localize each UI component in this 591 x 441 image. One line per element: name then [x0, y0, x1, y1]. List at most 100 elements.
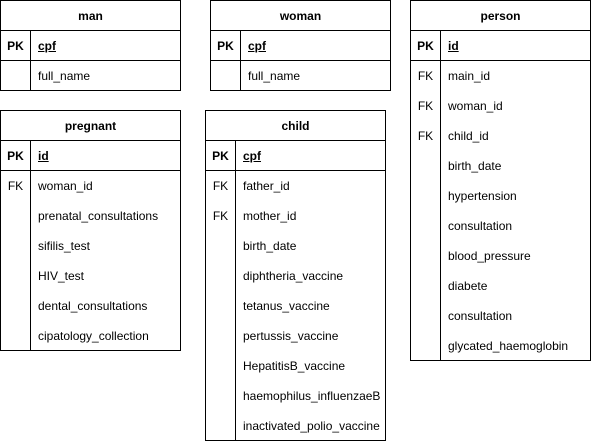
key-label: PK: [206, 141, 236, 170]
entity-title: person: [411, 1, 590, 31]
entity-pregnant[interactable]: pregnant PK id FK woman_id prenatal_cons…: [0, 110, 181, 351]
field-name: dental_consultations: [38, 299, 148, 313]
table-row: FK mother_id: [206, 201, 385, 231]
field-name: main_id: [448, 69, 491, 83]
entity-title: pregnant: [1, 111, 180, 141]
key-label: FK: [206, 201, 236, 231]
table-row: HepatitisB_vaccine: [206, 351, 385, 381]
field-name: consultation: [448, 309, 513, 323]
key-label: [411, 241, 441, 271]
table-row: diphtheria_vaccine: [206, 261, 385, 291]
table-row: PK id: [1, 141, 180, 171]
entity-child[interactable]: child PK cpf FK father_id FK mother_id b…: [205, 110, 386, 441]
entity-man[interactable]: man PK cpf full_name: [0, 0, 181, 91]
key-label: [206, 411, 236, 441]
table-row: blood_pressure: [411, 241, 590, 271]
entity-title: man: [1, 1, 180, 31]
table-row: inactivated_polio_vaccine: [206, 411, 385, 441]
table-row: haemophilus_influenzaeB: [206, 381, 385, 411]
field-name: hypertension: [448, 189, 517, 203]
table-row: FK woman_id: [1, 171, 180, 201]
key-label: [206, 351, 236, 381]
table-row: pertussis_vaccine: [206, 321, 385, 351]
entity-title: child: [206, 111, 385, 141]
key-label: [1, 291, 31, 321]
field-name: cpf: [243, 149, 261, 163]
key-label: [206, 381, 236, 411]
field-name: diabete: [448, 279, 488, 293]
table-row: PK id: [411, 31, 590, 61]
key-label: PK: [1, 141, 31, 170]
key-label: [206, 291, 236, 321]
key-label: [1, 321, 31, 351]
key-label: FK: [411, 91, 441, 121]
key-label: [411, 211, 441, 241]
table-row: HIV_test: [1, 261, 180, 291]
field-name: woman_id: [38, 179, 93, 193]
key-label: [411, 271, 441, 301]
table-row: dental_consultations: [1, 291, 180, 321]
field-name: mother_id: [243, 209, 297, 223]
table-row: full_name: [211, 61, 390, 91]
entity-woman[interactable]: woman PK cpf full_name: [210, 0, 391, 91]
field-name: cipatology_collection: [38, 329, 149, 343]
key-label: [411, 181, 441, 211]
key-label: PK: [211, 31, 241, 60]
table-row: full_name: [1, 61, 180, 91]
table-row: sifilis_test: [1, 231, 180, 261]
field-name: full_name: [38, 69, 91, 83]
key-label: [411, 301, 441, 331]
key-label: PK: [411, 31, 441, 60]
table-row: birth_date: [411, 151, 590, 181]
table-row: FK woman_id: [411, 91, 590, 121]
field-name: full_name: [248, 69, 301, 83]
key-label: [411, 331, 441, 361]
table-row: hypertension: [411, 181, 590, 211]
table-row: diabete: [411, 271, 590, 301]
field-name: prenatal_consultations: [38, 209, 159, 223]
field-name: cpf: [248, 39, 266, 53]
table-row: PK cpf: [211, 31, 390, 61]
key-label: [411, 151, 441, 181]
field-name: birth_date: [448, 159, 502, 173]
key-label: FK: [411, 61, 441, 91]
field-name: consultation: [448, 219, 513, 233]
key-label: FK: [206, 171, 236, 201]
table-row: PK cpf: [1, 31, 180, 61]
key-label: [206, 231, 236, 261]
field-name: birth_date: [243, 239, 297, 253]
entity-person[interactable]: person PK id FK main_id FK woman_id FK c…: [410, 0, 591, 361]
field-name: sifilis_test: [38, 239, 91, 253]
field-name: id: [38, 149, 49, 163]
field-name: blood_pressure: [448, 249, 531, 263]
field-name: father_id: [243, 179, 290, 193]
field-name: haemophilus_influenzaeB: [243, 389, 381, 403]
key-label: [1, 201, 31, 231]
table-row: PK cpf: [206, 141, 385, 171]
field-name: glycated_haemoglobin: [448, 339, 569, 353]
field-name: inactivated_polio_vaccine: [243, 419, 380, 433]
table-row: consultation: [411, 301, 590, 331]
key-label: FK: [411, 121, 441, 151]
table-row: glycated_haemoglobin: [411, 331, 590, 361]
field-name: HIV_test: [38, 269, 85, 283]
table-row: birth_date: [206, 231, 385, 261]
table-row: consultation: [411, 211, 590, 241]
entity-title: woman: [211, 1, 390, 31]
key-label: [211, 61, 241, 91]
key-label: [206, 321, 236, 351]
field-name: id: [448, 39, 459, 53]
table-row: tetanus_vaccine: [206, 291, 385, 321]
table-row: FK father_id: [206, 171, 385, 201]
key-label: [1, 231, 31, 261]
field-name: HepatitisB_vaccine: [243, 359, 346, 373]
field-name: diphtheria_vaccine: [243, 269, 344, 283]
key-label: PK: [1, 31, 31, 60]
field-name: cpf: [38, 39, 56, 53]
key-label: [206, 261, 236, 291]
key-label: [1, 261, 31, 291]
field-name: child_id: [448, 129, 489, 143]
key-label: FK: [1, 171, 31, 201]
table-row: prenatal_consultations: [1, 201, 180, 231]
field-name: pertussis_vaccine: [243, 329, 339, 343]
